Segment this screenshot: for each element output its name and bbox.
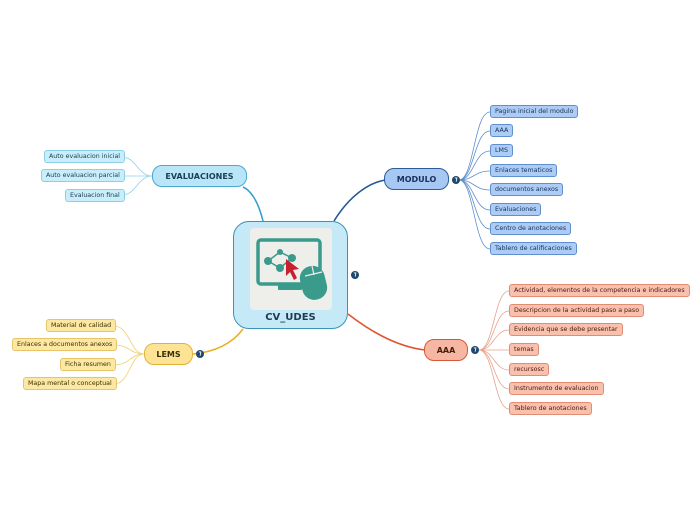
topic-label: MODULO bbox=[396, 174, 437, 184]
globe-link-icon[interactable]: ⁊ bbox=[351, 271, 359, 279]
central-title: CV_UDES bbox=[265, 312, 316, 323]
topic-modulo[interactable]: MODULO bbox=[384, 168, 449, 190]
subtopic-ficha-resumen[interactable]: Ficha resumen bbox=[60, 358, 116, 371]
subtopic-descripcion[interactable]: Descripcion de la actividad paso a paso bbox=[509, 304, 645, 317]
subtopic-evidencia[interactable]: Evidencia que se debe presentar bbox=[509, 323, 623, 336]
link-evaluaciones bbox=[242, 186, 264, 222]
topic-lems[interactable]: LEMS bbox=[144, 343, 193, 365]
subtopic-tablero-de-anotaciones[interactable]: Tablero de anotaciones bbox=[509, 402, 592, 415]
subtopic-pagina-inicial[interactable]: Pagina inicial del modulo bbox=[490, 105, 579, 118]
subtopic-lms[interactable]: LMS bbox=[490, 144, 513, 157]
globe-link-icon[interactable]: ⁊ bbox=[452, 176, 460, 184]
topic-label: EVALUACIONES bbox=[165, 171, 234, 181]
link-aaa bbox=[347, 313, 426, 351]
topic-label: AAA bbox=[436, 345, 456, 355]
subtopic-material-de-calidad[interactable]: Material de calidad bbox=[46, 319, 117, 332]
computer-click-icon bbox=[250, 228, 332, 310]
central-node[interactable]: CV_UDES bbox=[233, 221, 348, 329]
subtopic-documentos-anexos[interactable]: documentos anexos bbox=[490, 183, 564, 196]
subtopic-actividad[interactable]: Actividad, elementos de la competencia e… bbox=[509, 284, 690, 297]
subtopic-mapa-mental[interactable]: Mapa mental o conceptual bbox=[23, 377, 117, 390]
subtopic-evaluaciones[interactable]: Evaluaciones bbox=[490, 203, 542, 216]
subtopic-enlaces-tematicos[interactable]: Enlaces tematicos bbox=[490, 164, 558, 177]
globe-link-icon[interactable]: ⁊ bbox=[196, 350, 204, 358]
subtopic-temas[interactable]: temas bbox=[509, 343, 539, 356]
subtopic-recursosc[interactable]: recursosc bbox=[509, 363, 550, 376]
subtopic-instrumento[interactable]: Instrumento de evaluacion bbox=[509, 382, 604, 395]
topic-aaa[interactable]: AAA bbox=[424, 339, 468, 361]
subtopic-enlaces-a-documentos-anexos[interactable]: Enlaces a documentos anexos bbox=[12, 338, 118, 351]
link-modulo bbox=[333, 179, 387, 222]
topic-label: LEMS bbox=[156, 349, 181, 359]
subtopic-auto-evaluacion-parcial[interactable]: Auto evaluacion parcial bbox=[41, 169, 125, 182]
subtopic-aaa[interactable]: AAA bbox=[490, 124, 514, 137]
subtopic-evaluacion-final[interactable]: Evaluacion final bbox=[65, 189, 125, 202]
globe-link-icon[interactable]: ⁊ bbox=[471, 346, 479, 354]
topic-evaluaciones[interactable]: EVALUACIONES bbox=[152, 165, 247, 187]
subtopic-tablero-de-calificaciones[interactable]: Tablero de calificaciones bbox=[490, 242, 577, 255]
subtopic-centro-de-anotaciones[interactable]: Centro de anotaciones bbox=[490, 222, 572, 235]
subtopic-auto-evaluacion-inicial[interactable]: Auto evaluacion inicial bbox=[44, 150, 126, 163]
